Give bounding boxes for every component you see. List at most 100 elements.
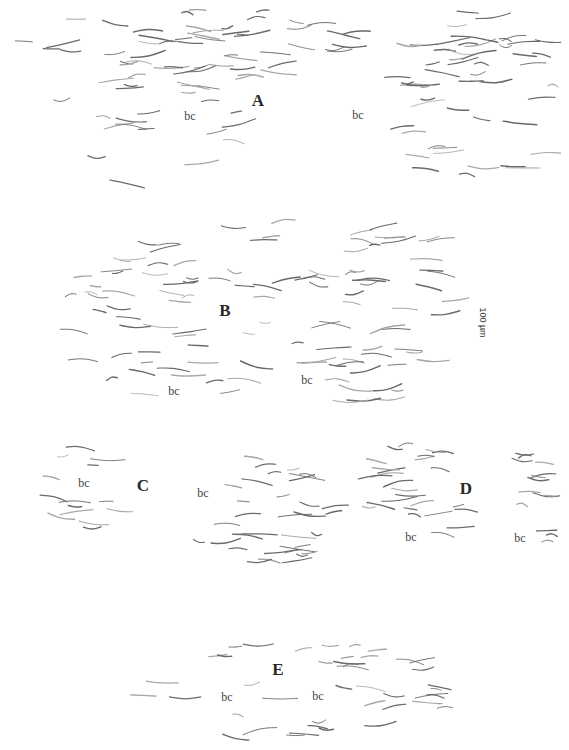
fiber-stroke bbox=[131, 695, 156, 696]
structure-label: bc bbox=[514, 532, 525, 544]
fiber-stroke bbox=[412, 168, 438, 172]
fiber-stroke bbox=[425, 511, 452, 516]
fiber-stroke bbox=[421, 98, 435, 100]
fiber-stroke bbox=[356, 686, 385, 692]
fiber-stroke bbox=[434, 150, 463, 154]
fiber-stroke bbox=[236, 513, 261, 516]
fiber-stroke bbox=[542, 540, 553, 542]
fiber-stroke bbox=[260, 52, 290, 55]
fiber-stroke bbox=[459, 43, 477, 45]
fiber-stroke bbox=[57, 455, 68, 457]
fiber-stroke bbox=[370, 223, 397, 230]
fiber-stroke bbox=[535, 40, 560, 43]
fiber-stroke bbox=[277, 494, 289, 496]
fiber-stroke bbox=[459, 80, 484, 82]
fiber-stroke bbox=[370, 325, 404, 334]
fiber-stroke bbox=[247, 559, 271, 562]
fiber-stroke bbox=[253, 284, 281, 290]
fiber-stroke bbox=[411, 259, 442, 261]
fiber-stroke bbox=[164, 281, 199, 284]
fiber-stroke bbox=[214, 523, 240, 525]
fiber-stroke bbox=[388, 446, 402, 449]
fiber-stroke bbox=[325, 47, 343, 51]
fiber-stroke bbox=[468, 166, 499, 169]
fiber-stroke bbox=[182, 12, 193, 15]
fiber-stroke bbox=[384, 693, 404, 696]
fiber-stroke bbox=[361, 353, 391, 357]
fiber-stroke bbox=[265, 550, 298, 554]
fiber-stroke bbox=[131, 393, 158, 395]
fiber-stroke bbox=[373, 384, 401, 391]
structure-label: bc bbox=[168, 385, 179, 397]
fiber-stroke bbox=[129, 369, 154, 375]
fiber-stroke bbox=[404, 508, 416, 510]
fiber-stroke bbox=[416, 284, 441, 290]
fiber-stroke bbox=[343, 302, 360, 305]
fiber-stroke bbox=[165, 67, 183, 68]
fiber-stroke bbox=[139, 35, 173, 41]
fiber-stroke bbox=[329, 365, 345, 367]
fiber-stroke bbox=[410, 44, 437, 45]
fiber-stroke bbox=[116, 124, 147, 129]
fiber-stroke bbox=[218, 655, 232, 657]
fiber-stroke bbox=[206, 380, 223, 383]
fiber-stroke bbox=[138, 128, 154, 130]
fiber-stroke bbox=[146, 681, 178, 683]
fiber-stroke bbox=[288, 468, 299, 470]
fiber-stroke bbox=[415, 693, 447, 698]
fiber-stroke bbox=[238, 75, 263, 77]
fiber-stroke bbox=[411, 501, 433, 506]
fiber-stroke bbox=[363, 346, 382, 350]
fiber-stroke bbox=[322, 645, 339, 646]
fiber-stroke bbox=[120, 61, 138, 64]
scale-label: 100 µm bbox=[477, 307, 486, 337]
structure-label: bc bbox=[312, 690, 323, 702]
fiber-stroke bbox=[418, 455, 434, 456]
fiber-stroke bbox=[160, 41, 177, 43]
fiber-stroke bbox=[263, 236, 280, 238]
fiber-stroke bbox=[256, 464, 276, 467]
fiber-stroke bbox=[521, 63, 546, 65]
fiber-stroke bbox=[548, 84, 558, 87]
fiber-stroke bbox=[431, 468, 449, 472]
fiber-stroke bbox=[141, 361, 152, 363]
fiber-stroke bbox=[68, 359, 97, 362]
fiber-stroke bbox=[431, 688, 441, 690]
fiber-stroke bbox=[519, 455, 531, 458]
fiber-stroke bbox=[345, 272, 355, 275]
fiber-stroke bbox=[66, 18, 85, 19]
fiber-stroke bbox=[341, 656, 353, 658]
fiber-stroke bbox=[243, 728, 277, 735]
fiber-stroke bbox=[241, 361, 273, 369]
fiber-stroke bbox=[90, 286, 100, 287]
fiber-stroke bbox=[171, 375, 205, 376]
fiber-stroke bbox=[46, 40, 79, 48]
fiber-stroke bbox=[447, 526, 474, 527]
fiber-stroke bbox=[302, 551, 317, 553]
fiber-stroke bbox=[138, 351, 160, 352]
fiber-stroke bbox=[148, 263, 168, 266]
fiber-stroke bbox=[228, 269, 241, 273]
fiber-stroke bbox=[103, 20, 128, 26]
fiber-stroke bbox=[406, 154, 429, 157]
fiber-stroke bbox=[450, 58, 462, 59]
fiber-stroke bbox=[245, 682, 260, 685]
fiber-stroke bbox=[402, 131, 426, 133]
fiber-stroke bbox=[182, 92, 195, 94]
fiber-stroke bbox=[295, 275, 317, 280]
fiber-stroke bbox=[326, 511, 341, 514]
fiber-stroke bbox=[372, 468, 399, 470]
fiber-stroke bbox=[426, 62, 439, 65]
fiber-stroke bbox=[399, 443, 413, 447]
fiber-stroke bbox=[313, 720, 326, 723]
fiber-stroke bbox=[131, 50, 165, 57]
fiber-stroke bbox=[235, 285, 254, 287]
fiber-stroke bbox=[337, 666, 368, 670]
fiber-stroke bbox=[480, 79, 512, 83]
fiber-stroke bbox=[476, 13, 511, 19]
fiber-stroke bbox=[302, 358, 336, 364]
fiber-stroke bbox=[243, 644, 273, 646]
fiber-stroke bbox=[517, 503, 527, 507]
fiber-stroke bbox=[375, 237, 395, 239]
fiber-stroke bbox=[346, 291, 364, 295]
